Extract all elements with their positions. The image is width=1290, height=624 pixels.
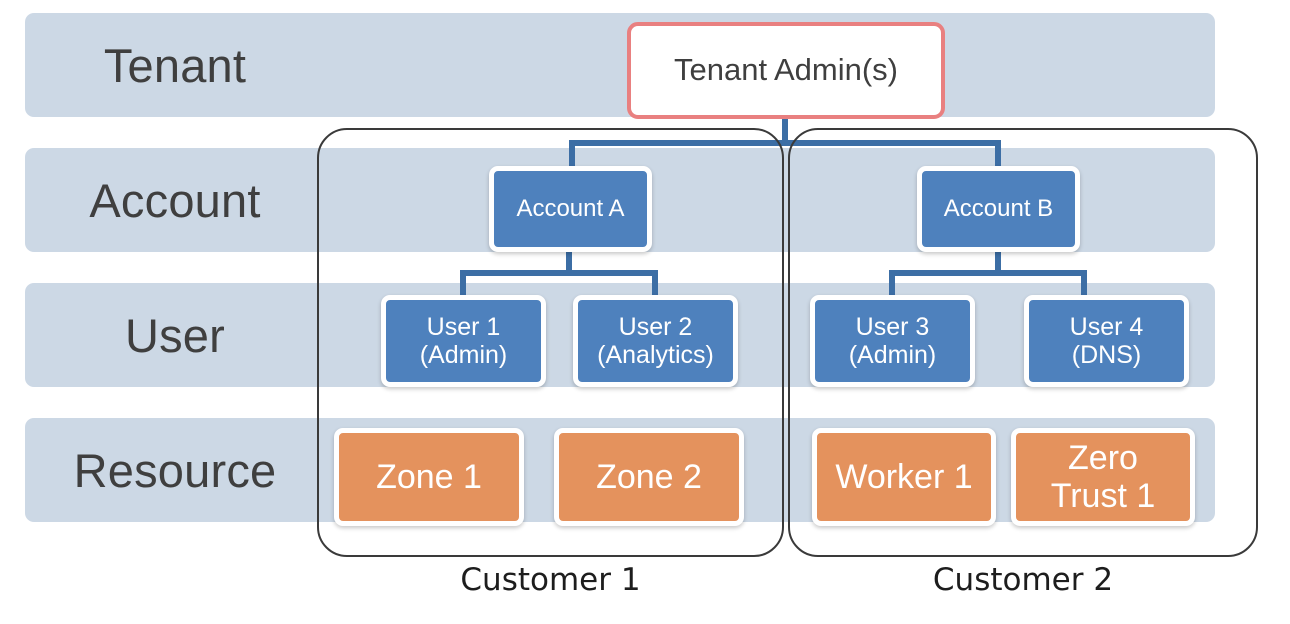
- connector-account-b-bus: [889, 270, 1087, 276]
- group-label-customer-2: Customer 2: [932, 562, 1114, 598]
- connector-tenant-stem: [782, 118, 788, 144]
- connector-to-user-2: [652, 270, 658, 298]
- connector-tenant-bus: [569, 140, 1001, 146]
- connector-to-user-1: [460, 270, 466, 298]
- node-user-1-name: User 1: [426, 313, 501, 341]
- node-account-b-label: Account B: [943, 194, 1054, 222]
- connector-account-a-stem: [566, 244, 572, 274]
- node-account-b[interactable]: Account B: [917, 166, 1080, 252]
- node-resource-zone-2-line1: Zone 2: [596, 457, 702, 496]
- tier-label-user: User: [124, 308, 226, 362]
- node-tenant-admin[interactable]: Tenant Admin(s): [627, 22, 945, 119]
- node-user-2-role: (Analytics): [597, 341, 714, 369]
- tier-band-tenant: [25, 13, 1215, 117]
- node-resource-worker-1-line1: Worker 1: [835, 457, 973, 496]
- node-user-1-role: (Admin): [419, 341, 508, 369]
- node-account-a[interactable]: Account A: [489, 166, 652, 252]
- connector-to-account-b: [995, 140, 1001, 178]
- node-user-3[interactable]: User 3 (Admin): [810, 295, 975, 387]
- node-user-4-label: User 4 (DNS): [1070, 313, 1144, 369]
- node-resource-zero-trust-1[interactable]: Zero Trust 1: [1011, 428, 1195, 526]
- group-customer-2: [788, 128, 1258, 557]
- node-user-4-name: User 4: [1069, 313, 1144, 341]
- connector-to-user-3: [889, 270, 895, 298]
- connector-to-user-4: [1081, 270, 1087, 298]
- connector-account-a-bus: [460, 270, 658, 276]
- node-user-1-label: User 1 (Admin): [420, 313, 508, 369]
- node-user-2-name: User 2: [618, 313, 693, 341]
- tier-label-resource: Resource: [73, 443, 277, 497]
- group-customer-1: [317, 128, 784, 557]
- node-tenant-admin-label: Tenant Admin(s): [674, 52, 898, 88]
- node-resource-zero-trust-1-label: Zero Trust 1: [1051, 439, 1156, 515]
- node-user-2-label: User 2 (Analytics): [597, 313, 714, 369]
- node-user-4-role: (DNS): [1071, 341, 1142, 369]
- node-user-3-role: (Admin): [848, 341, 937, 369]
- node-user-3-name: User 3: [855, 313, 930, 341]
- node-resource-worker-1-label: Worker 1: [835, 458, 972, 496]
- node-resource-zone-2[interactable]: Zone 2: [554, 428, 744, 526]
- node-resource-zone-1-line1: Zone 1: [376, 457, 482, 496]
- node-user-4[interactable]: User 4 (DNS): [1024, 295, 1189, 387]
- node-resource-worker-1[interactable]: Worker 1: [812, 428, 996, 526]
- tier-label-account: Account: [89, 173, 261, 227]
- node-resource-zone-2-label: Zone 2: [596, 458, 702, 496]
- node-user-2[interactable]: User 2 (Analytics): [573, 295, 738, 387]
- group-label-customer-1: Customer 1: [460, 562, 641, 598]
- connector-account-b-stem: [995, 244, 1001, 274]
- node-user-3-label: User 3 (Admin): [849, 313, 937, 369]
- node-resource-zone-1-label: Zone 1: [376, 458, 482, 496]
- node-resource-zone-1[interactable]: Zone 1: [334, 428, 524, 526]
- node-resource-zero-trust-1-line2: Trust 1: [1050, 477, 1156, 515]
- connector-to-account-a: [569, 140, 575, 178]
- node-resource-zero-trust-1-line1: Zero: [1068, 438, 1138, 477]
- node-user-1[interactable]: User 1 (Admin): [381, 295, 546, 387]
- node-account-a-label: Account A: [516, 194, 625, 222]
- tier-label-tenant: Tenant: [103, 38, 247, 92]
